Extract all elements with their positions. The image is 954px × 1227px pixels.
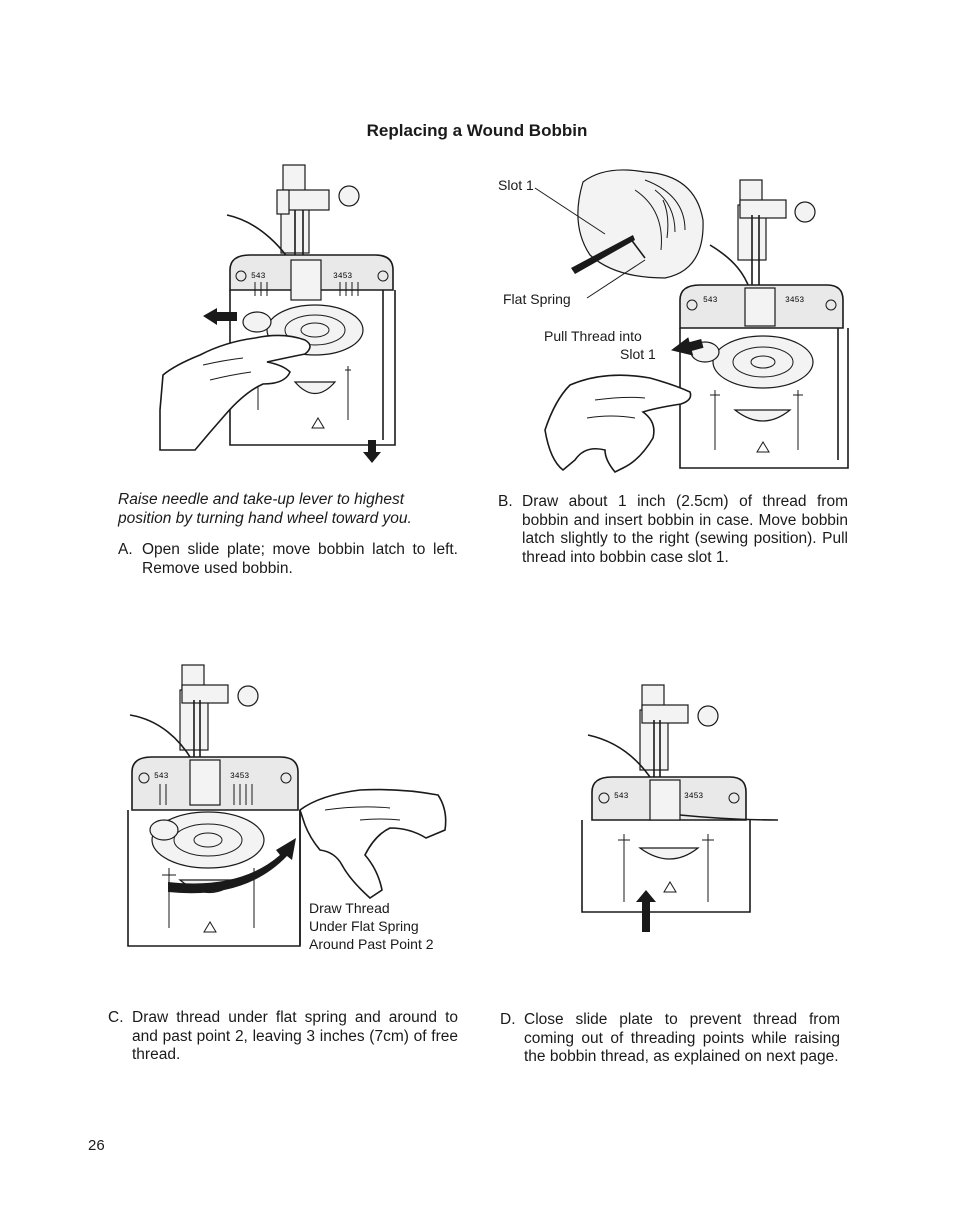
- intro-raise-needle: Raise needle and take-up lever to highes…: [118, 491, 412, 527]
- step-a-letter: A.: [118, 541, 133, 558]
- svg-text:3453: 3453: [230, 772, 249, 781]
- svg-text:543: 543: [703, 296, 718, 305]
- illustration-a: 543 3453: [159, 164, 396, 463]
- step-c-letter: C.: [108, 1009, 124, 1026]
- step-a: A. Open slide plate; move bobbin latch t…: [118, 541, 458, 578]
- page-number: 26: [88, 1137, 105, 1154]
- svg-text:3453: 3453: [684, 792, 703, 801]
- label-pull-thread-2: Slot 1: [620, 346, 656, 362]
- svg-text:3453: 3453: [785, 296, 804, 305]
- step-c-text: Draw thread under flat spring and around…: [132, 1009, 458, 1064]
- step-d: D. Close slide plate to prevent thread f…: [500, 1011, 840, 1067]
- page-title: Replacing a Wound Bobbin: [366, 121, 588, 140]
- label-slot-1: Slot 1: [498, 177, 534, 193]
- label-around-past-point: Around Past Point 2: [309, 936, 434, 952]
- illustration-b: 543 3453: [534, 169, 849, 473]
- illustration-c: 543 3453: [127, 664, 447, 947]
- label-pull-thread-1: Pull Thread into: [544, 328, 642, 344]
- step-d-letter: D.: [500, 1011, 516, 1028]
- svg-text:3453: 3453: [333, 272, 352, 281]
- step-d-text: Close slide plate to prevent thread from…: [524, 1011, 840, 1066]
- svg-text:543: 543: [614, 792, 629, 801]
- label-under-flat-spring: Under Flat Spring: [309, 918, 419, 934]
- label-draw-thread: Draw Thread: [309, 900, 390, 916]
- label-flat-spring: Flat Spring: [503, 291, 571, 307]
- illustration-d: 543 3453: [581, 684, 779, 932]
- step-b: B. Draw about 1 inch (2.5cm) of thread f…: [498, 493, 848, 567]
- step-b-letter: B.: [498, 493, 513, 510]
- svg-text:543: 543: [154, 772, 169, 781]
- step-b-text: Draw about 1 inch (2.5cm) of thread from…: [522, 493, 848, 566]
- step-a-text: Open slide plate; move bobbin latch to l…: [142, 541, 458, 577]
- svg-text:543: 543: [251, 272, 266, 281]
- plate-markings-a: 543 3453: [251, 272, 352, 281]
- step-c: C. Draw thread under flat spring and aro…: [108, 1009, 458, 1065]
